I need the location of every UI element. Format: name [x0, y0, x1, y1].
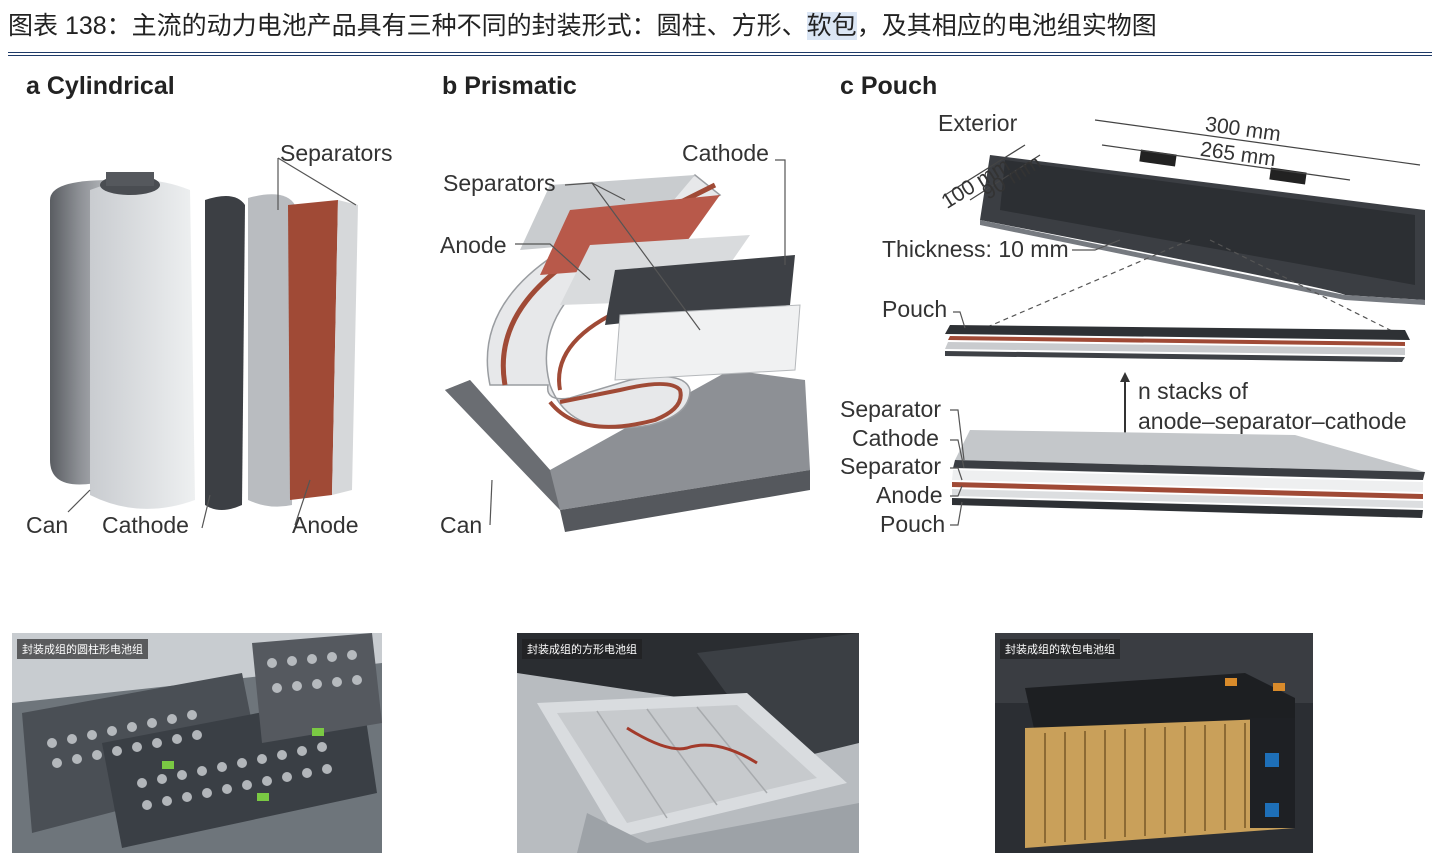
separator-sheet-1: [248, 194, 295, 506]
panel-a-title: a Cylindrical: [26, 72, 175, 101]
label-c-pouch-bottom: Pouch: [880, 511, 945, 538]
label-b-can: Can: [440, 512, 482, 539]
panel-b-title: b Prismatic: [442, 72, 577, 101]
panel-b-letter: b: [442, 72, 457, 100]
label-c-stacks-line2: anode–separator–cathode: [1138, 408, 1407, 435]
label-c-exterior: Exterior: [938, 110, 1017, 137]
title-prefix: 图表 138：主流的动力电池产品具有三种不同的封装形式：圆柱、方形、: [8, 12, 807, 40]
title-rule-second: [8, 55, 1432, 56]
panel-a-name: Cylindrical: [47, 72, 175, 100]
title-rule: [8, 52, 1432, 53]
separator-sheet-low: [615, 305, 800, 380]
label-c-stacks-line1: n stacks of: [1138, 378, 1248, 405]
label-a-separators: Separators: [280, 140, 393, 167]
label-c-thickness: Thickness: 10 mm: [882, 236, 1069, 263]
label-b-separators: Separators: [443, 170, 556, 197]
label-c-cathode: Cathode: [852, 425, 939, 452]
pouch-pack-image: [995, 633, 1313, 853]
panel-c-name: Pouch: [861, 72, 937, 100]
title-highlight: 软包: [807, 12, 857, 40]
label-c-separator-2: Separator: [840, 453, 941, 480]
label-b-cathode: Cathode: [682, 140, 769, 167]
label-c-pouch-top: Pouch: [882, 296, 947, 323]
panel-c-title: c Pouch: [840, 72, 937, 101]
anode-sheet: [288, 200, 338, 500]
tab-right: [1269, 168, 1306, 185]
label-c-separator-1: Separator: [840, 396, 941, 423]
cathode-sheet: [205, 196, 245, 510]
panel-a-letter: a: [26, 72, 40, 100]
label-b-anode: Anode: [440, 232, 507, 259]
tab-left: [1139, 150, 1176, 167]
cylindrical-pack-image: [12, 633, 382, 853]
label-a-cathode: Cathode: [102, 512, 189, 539]
label-a-can: Can: [26, 512, 68, 539]
photo-pouch-pack: 封装成组的软包电池组: [995, 633, 1313, 853]
photo-cylindrical-caption: 封装成组的圆柱形电池组: [17, 639, 148, 659]
terminal-post: [106, 172, 154, 186]
panel-c-letter: c: [840, 72, 854, 100]
panel-b-name: Prismatic: [464, 72, 577, 100]
photo-cylindrical-pack: 封装成组的圆柱形电池组: [12, 633, 382, 853]
label-c-anode: Anode: [876, 482, 943, 509]
photo-prismatic-pack: 封装成组的方形电池组: [517, 633, 859, 853]
prismatic-cell-diagram: [430, 140, 820, 550]
photo-prismatic-caption: 封装成组的方形电池组: [522, 639, 642, 659]
title-suffix: ，及其相应的电池组实物图: [857, 12, 1157, 40]
photo-pouch-caption: 封装成组的软包电池组: [1000, 639, 1120, 659]
cathode-roll: [90, 180, 195, 509]
figure-title: 图表 138：主流的动力电池产品具有三种不同的封装形式：圆柱、方形、软包，及其相…: [8, 6, 1157, 42]
cylindrical-cell-diagram: [20, 150, 410, 550]
label-a-anode: Anode: [292, 512, 359, 539]
prismatic-pack-image: [517, 633, 859, 853]
